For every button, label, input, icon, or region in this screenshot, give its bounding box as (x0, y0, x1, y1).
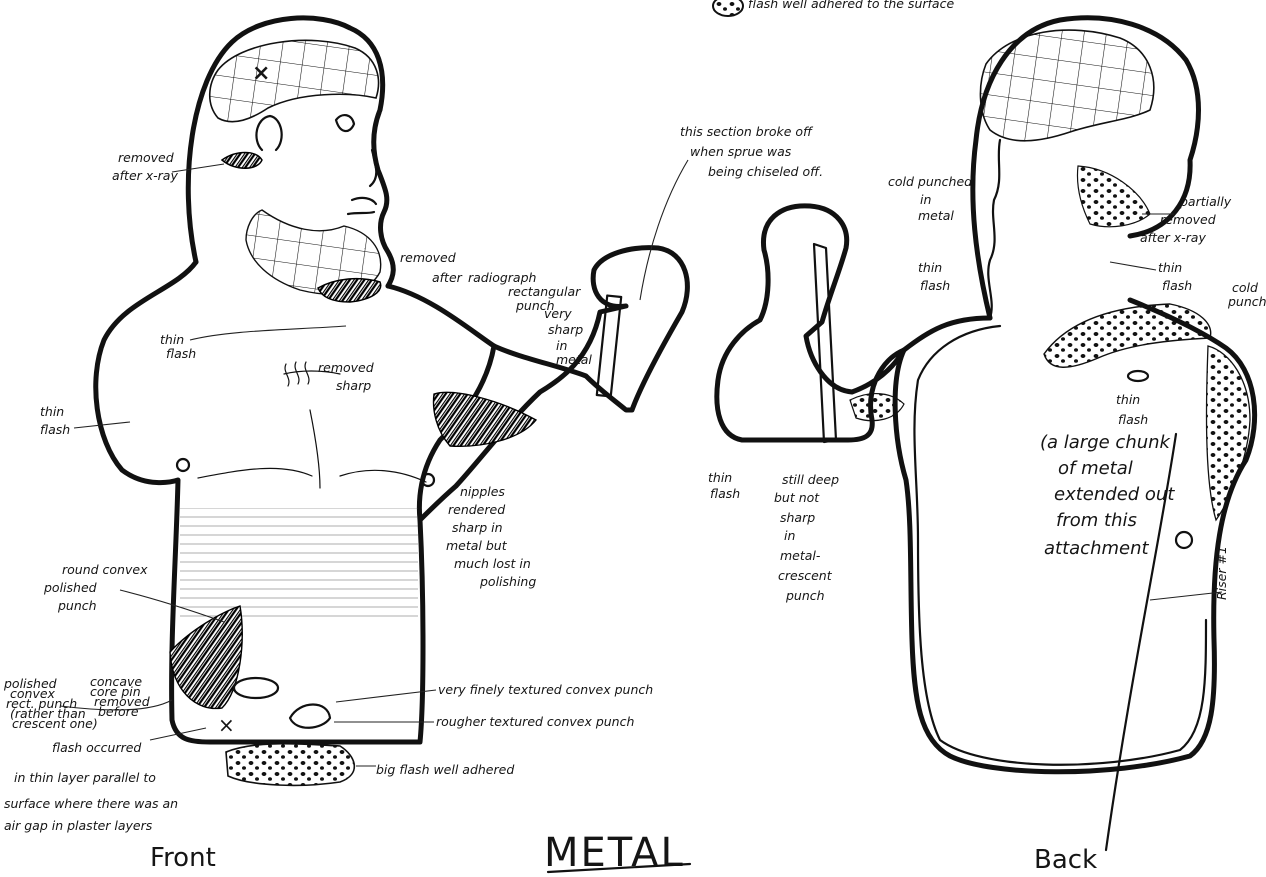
note-thin-flash-shoulder: thin flash (40, 404, 70, 437)
front-ear (256, 116, 281, 150)
note-concave-core-pin: concave core pin removed before (90, 674, 154, 719)
back-attachment-point (1176, 532, 1192, 548)
legend-dot-swatch (713, 0, 743, 16)
note-removed-sharp: removed sharp (318, 360, 378, 393)
note-thin-flash-neck: thin flash (160, 332, 196, 361)
back-torso-outline (895, 300, 1255, 772)
back-arm-slot (814, 244, 836, 442)
back-hair-area (980, 30, 1153, 141)
front-nipple-left (177, 459, 189, 471)
note-removed-after-xray: removed after x-ray (112, 150, 178, 183)
note-thin-flash-shoulder-back: thin flash (1158, 260, 1192, 293)
front-textured-area-2 (290, 705, 330, 728)
front-torso-outline (96, 262, 494, 742)
front-chest-lines (198, 371, 426, 488)
legend-text: flash well adhered to the surface (748, 0, 954, 11)
note-round-convex: round convex polished punch (43, 562, 151, 613)
front-punch-patch (170, 606, 242, 708)
front-annotations: removed after x-ray removed after radiog… (3, 124, 823, 833)
note-thin-flash-back: thin flash (1116, 392, 1148, 427)
note-rougher-textured: rougher textured convex punch (436, 714, 634, 729)
front-abdomen-shading (180, 508, 418, 618)
note-small-left: polished convex rect. punch (rather than… (3, 676, 98, 731)
front-removed-patch-neck (222, 153, 262, 169)
note-very-finely-textured: very finely textured convex punch (438, 682, 653, 697)
front-cap-x-mark: × (252, 61, 270, 86)
back-face-profile (988, 140, 1000, 318)
front-cap-area (210, 40, 379, 121)
captions: Front METAL Back (150, 830, 1097, 876)
front-sharp-mark (285, 362, 309, 386)
note-removed-after-radiograph: removed after radiograph (400, 250, 537, 285)
leader-riser (1150, 592, 1222, 600)
caption-back: Back (1034, 845, 1097, 875)
front-figure: × × (96, 18, 688, 785)
back-flash-oval (1128, 371, 1148, 381)
note-cold-punched-right: cold punched (1227, 280, 1266, 309)
leader-thin-flash-neck (190, 326, 346, 340)
note-thin-flash-neck-back: thin flash (918, 260, 950, 293)
note-partially-removed: partially removed after x-ray (1140, 194, 1235, 245)
front-armpit-patch (434, 392, 536, 446)
front-big-flash-patch (226, 744, 354, 786)
leader-section-broke-off (640, 160, 688, 300)
leader-thin-flash-back (1110, 262, 1156, 270)
note-thin-flash-arm: thin flash (708, 470, 740, 501)
note-big-flash: big flash well adhered (376, 762, 514, 777)
front-eye (336, 115, 354, 131)
note-still-deep: still deep but not sharp in metal- cresc… (774, 472, 843, 603)
note-cold-punched: cold punched in metal (888, 174, 976, 223)
back-annotations: cold punched in metal thin flash partial… (708, 174, 1266, 603)
back-neck-dots (1078, 166, 1151, 227)
note-nipples: nipples rendered sharp in metal but much… (446, 484, 536, 589)
front-navel-x-mark: × (218, 713, 235, 737)
caption-front: Front (150, 843, 216, 873)
leader-removed-after-xray (172, 164, 224, 172)
back-shoulder-dots (1044, 304, 1211, 367)
legend: flash well adhered to the surface (713, 0, 954, 16)
note-section-broke-off: this section broke off when sprue was be… (680, 124, 823, 179)
front-mouth (348, 198, 376, 214)
note-flash-occurred: flash occurred in thin layer parallel to… (4, 740, 182, 833)
front-textured-area-1 (234, 678, 278, 698)
